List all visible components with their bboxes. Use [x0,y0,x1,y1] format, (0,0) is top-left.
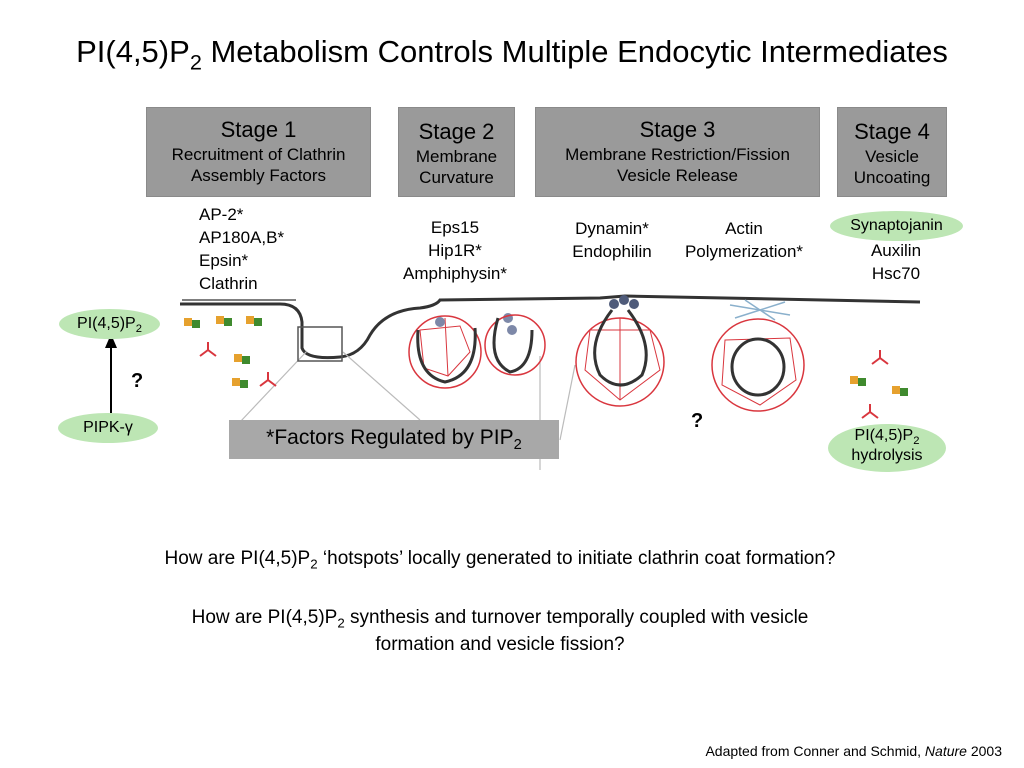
stage-2-line-2: Curvature [419,167,494,187]
stage-3-title: Stage 3 [639,117,716,142]
pip2-pill: PI(4,5)P2 [59,309,160,339]
stage-4-line-1: Vesicle [865,146,919,166]
question-1: How are PI(4,5)P2 ‘hotspots’ locally gen… [164,548,836,572]
factor-polymerization: Polymerization* [684,241,804,261]
regulated-factors-box: *Factors Regulated by PIP2 [229,420,559,459]
stage-3-factors-a: Dynamin* Endophilin [553,218,671,264]
stage-3-factors-b: Actin Polymerization* [668,218,820,264]
pipk-pill: PIPK-γ [58,413,158,443]
citation: Adapted from Conner and Schmid, Nature 2… [705,743,1002,759]
factor-clathrin: Clathrin [199,273,258,293]
stage-4-line-2: Uncoating [853,167,931,187]
pipk-question-mark: ? [131,370,144,392]
factor-eps15: Eps15 [430,218,480,237]
stage-1-line-1: Recruitment of Clathrin [171,144,346,164]
stage-4-uncoated [850,350,908,419]
zoom-box [297,326,343,362]
factor-ap180: AP180A,B* [199,227,285,247]
fission-question-mark: ? [691,410,704,432]
factor-auxilin: Auxilin [870,241,922,260]
stage-3-line-1: Membrane Restriction/Fission [565,144,790,164]
factor-ap2: AP-2* [199,205,244,224]
stage-2-box: Stage 2 Membrane Curvature [398,107,515,197]
stage-2-coated-pit [408,313,517,389]
stage-1-clathrin-triskelions [199,342,277,387]
stage-4-factors: Auxilin Hsc70 [836,240,956,286]
factor-hip1r: Hip1R* [428,240,482,260]
stage-2-line-1: Membrane [415,146,498,166]
stage-1-factors: AP-2* AP180A,B* Epsin* Clathrin [199,204,284,296]
factor-dynamin: Dynamin* [575,219,649,238]
zoom-lines [239,350,576,470]
pipk-arrowhead [105,334,117,348]
stage-2-title: Stage 2 [418,119,495,144]
stage-1-line-2: Assembly Factors [190,165,327,185]
stage-3-released-vesicle [711,299,805,412]
stage-3-vesicle [575,295,665,407]
stage-1-adaptors [184,316,262,388]
synaptojanin-pill: Synaptojanin [830,211,963,241]
stage-2-coated-pit-b [484,314,546,376]
stage-1-box: Stage 1 Recruitment of Clathrin Assembly… [146,107,371,197]
stage-4-box: Stage 4 Vesicle Uncoating [837,107,947,197]
stage-4-title: Stage 4 [854,119,930,144]
factor-hsc70: Hsc70 [871,263,921,283]
pip2-hydrolysis-pill: PI(4,5)P2 hydrolysis [828,424,946,472]
stage-3-line-2: Vesicle Release [617,165,738,185]
plasma-membrane [180,294,921,360]
stage-1-title: Stage 1 [220,117,297,142]
factor-epsin: Epsin* [199,250,249,270]
question-2: How are PI(4,5)P2 synthesis and turnover… [191,607,809,655]
stage-3-box: Stage 3 Membrane Restriction/Fission Ves… [535,107,820,197]
stage-2-factors: Eps15 Hip1R* Amphiphysin* [385,217,525,286]
slide-title: PI(4,5)P2 Metabolism Controls Multiple E… [76,34,948,75]
factor-endophilin: Endophilin [572,241,652,261]
factor-actin: Actin [725,219,763,238]
factor-amphiphysin: Amphiphysin* [403,263,507,283]
